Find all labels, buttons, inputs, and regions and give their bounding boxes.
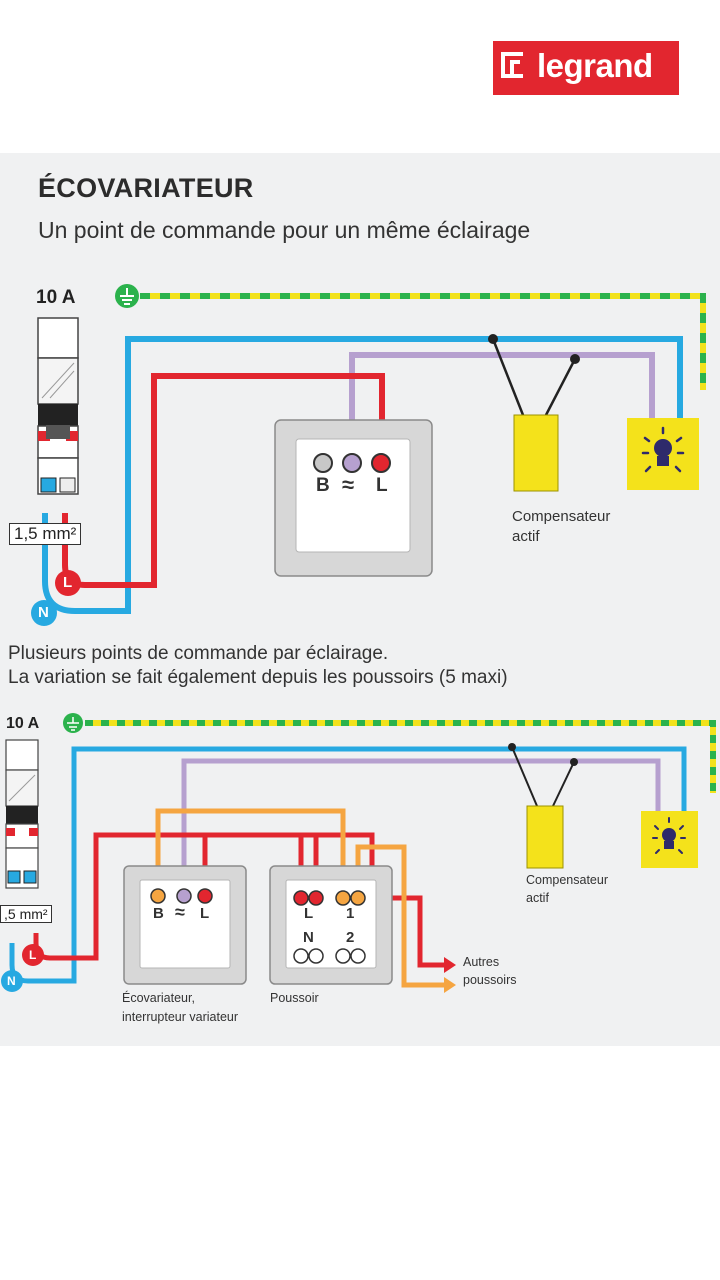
compensator-1 — [513, 414, 559, 492]
earth-wire-2 — [85, 720, 716, 793]
neutral-marker-2 — [1, 970, 23, 992]
breaker-1 — [37, 317, 79, 495]
compensator-2-label-line2: actif — [526, 891, 549, 905]
wiring-diagram-svg — [1, 284, 716, 993]
breaker-2-rating: 10 A — [6, 715, 40, 732]
dimmer-2-label-line1: Écovariateur, — [122, 991, 195, 1005]
cable-section-1: 1,5 mm² — [9, 523, 82, 545]
neutral-wire-1 — [42, 336, 683, 614]
push-wire-2 — [155, 808, 444, 988]
dimmer-1-terminal-b: B — [316, 475, 330, 496]
wiring-diagram-panel: ÉCOVARIATEUR Un point de commande pour u… — [0, 153, 720, 1046]
push-terminal-l: L — [304, 905, 314, 922]
neutral-marker-1-label: N — [38, 604, 49, 621]
legrand-logo: legrand — [493, 41, 679, 95]
dimmer-1-terminal-l: L — [376, 475, 388, 496]
dimmer-2-terminal-b: B — [153, 905, 164, 922]
push-button-2 — [269, 865, 393, 985]
diagram-1-title: ÉCOVARIATEUR — [38, 173, 254, 203]
compensator-1-label-line2: actif — [512, 528, 540, 545]
push-terminal-1: 1 — [346, 905, 355, 922]
push-label: Poussoir — [270, 991, 319, 1005]
compensator-2-label-line1: Compensateur — [526, 873, 608, 887]
push-terminal-n: N — [303, 929, 314, 946]
other-push-line2: poussoirs — [463, 973, 517, 987]
neutral-marker-1 — [31, 600, 57, 626]
dimmer-2-terminal-l: L — [200, 905, 210, 922]
push-terminal-2: 2 — [346, 929, 355, 946]
compensator-wires-1 — [488, 334, 580, 416]
phase-marker-2 — [22, 944, 44, 966]
push-arrow-2 — [444, 977, 456, 993]
dimmer-2 — [123, 865, 247, 985]
dimmer-1-terminal-dim: ≈ — [342, 472, 355, 497]
neutral-marker-2-label: N — [7, 974, 16, 988]
multi-point-line-2: La variation se fait également depuis le… — [8, 667, 508, 688]
legrand-wordmark: legrand — [537, 47, 653, 84]
earth-symbol-2 — [63, 713, 83, 733]
compensator-wires-2 — [508, 743, 578, 807]
dim-wire-1 — [349, 352, 655, 453]
lamp-2 — [641, 811, 698, 868]
dimmer-1 — [274, 419, 433, 577]
lamp-1 — [627, 418, 699, 490]
dimmer-2-label-line2: interrupteur variateur — [122, 1010, 239, 1024]
earth-wire-1 — [140, 293, 706, 390]
phase-arrow-2 — [444, 957, 456, 973]
compensator-2 — [526, 805, 564, 869]
earth-symbol-1 — [115, 284, 139, 308]
phase-marker-2-label: L — [29, 948, 37, 962]
compensator-1-label-line1: Compensateur — [512, 508, 611, 525]
diagram-1-subtitle: Un point de commande pour un même éclair… — [38, 217, 531, 243]
dim-wire-2 — [181, 758, 661, 888]
other-push-line1: Autres — [463, 955, 500, 969]
dimmer-2-terminal-dim: ≈ — [175, 902, 185, 922]
phase-marker-1-label: L — [63, 574, 73, 591]
breaker-1-rating: 10 A — [36, 287, 76, 308]
multi-point-line-1: Plusieurs points de commande par éclaira… — [8, 643, 389, 664]
legrand-mark-icon — [501, 52, 523, 78]
cable-section-2: ,5 mm² — [0, 905, 52, 923]
breaker-2 — [5, 739, 39, 889]
phase-marker-1 — [55, 570, 81, 596]
